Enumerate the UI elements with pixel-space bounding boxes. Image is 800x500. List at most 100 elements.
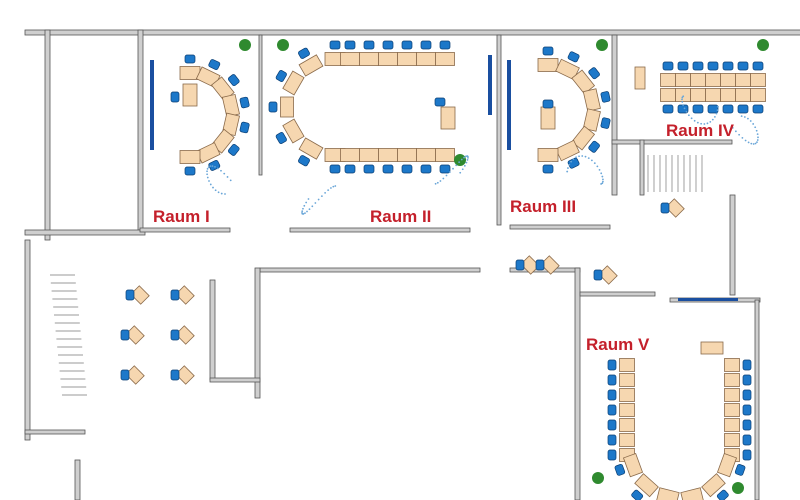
desk	[705, 73, 721, 87]
desk	[634, 66, 646, 90]
floor-dot	[572, 158, 575, 161]
floor-dot	[452, 167, 454, 170]
chair	[542, 46, 554, 56]
desk	[680, 487, 704, 500]
floor-dot	[756, 141, 758, 144]
floor-dot	[687, 114, 690, 117]
room-label-5: Raum V	[586, 335, 650, 354]
desk	[298, 54, 324, 77]
desk	[720, 73, 736, 87]
chair	[607, 434, 617, 446]
desk	[598, 265, 618, 285]
floor-dot	[466, 155, 469, 158]
desk	[690, 73, 706, 87]
floor-dot	[598, 168, 601, 171]
desk	[634, 473, 659, 498]
desk	[397, 52, 417, 66]
floor-dot	[206, 176, 209, 179]
desk	[416, 148, 436, 162]
chair	[607, 449, 617, 461]
chair	[752, 61, 764, 71]
floor-dot	[332, 185, 335, 188]
floor-dot	[206, 170, 208, 173]
floor-dot	[461, 168, 464, 171]
floor-dot	[445, 174, 448, 177]
floor-dot	[756, 133, 759, 136]
chair	[692, 104, 704, 114]
floor-dot	[460, 158, 463, 161]
chair	[363, 40, 375, 50]
chair	[227, 143, 240, 156]
floor-dot	[301, 212, 303, 214]
plant-icon	[596, 39, 608, 51]
desk	[175, 285, 195, 305]
floor-dot	[566, 170, 569, 173]
floor-dot	[750, 142, 753, 145]
chair	[707, 61, 719, 71]
floor-dot	[570, 160, 572, 163]
chair	[535, 259, 545, 271]
floor-dot	[734, 130, 737, 133]
floor-dot	[756, 139, 759, 141]
desk	[125, 325, 145, 345]
chair	[439, 40, 451, 50]
chair	[170, 91, 180, 103]
desk	[690, 88, 706, 102]
chair	[742, 449, 752, 461]
desk	[359, 148, 379, 162]
floor-dot	[581, 155, 584, 157]
floor-dot	[590, 159, 593, 162]
desk	[619, 388, 635, 402]
chair	[208, 160, 221, 171]
chair	[275, 132, 287, 144]
floor-dot	[754, 126, 757, 129]
floor-dot	[696, 121, 699, 124]
chair	[692, 61, 704, 71]
chair	[662, 104, 674, 114]
projection-screen	[150, 60, 154, 150]
chair	[752, 104, 764, 114]
floor-dot	[601, 175, 604, 178]
floor-dot	[327, 189, 330, 192]
desk	[724, 433, 740, 447]
chair	[420, 40, 432, 50]
desk	[435, 52, 455, 66]
desk	[701, 473, 726, 498]
chair	[268, 101, 278, 113]
floor-dot	[220, 192, 223, 195]
floor-dot	[211, 165, 214, 167]
desk	[619, 403, 635, 417]
floor-dot	[741, 136, 744, 139]
desk	[378, 148, 398, 162]
chair	[716, 489, 729, 500]
floor-dot	[752, 123, 755, 125]
floor-dot	[700, 122, 703, 125]
floor-dot	[738, 133, 741, 136]
desk	[340, 52, 360, 66]
chair	[401, 164, 413, 174]
desk	[724, 403, 740, 417]
floor-dot	[223, 172, 226, 175]
floor-dot	[743, 116, 746, 118]
desk	[182, 83, 198, 107]
floor-dot	[715, 112, 718, 115]
chair	[298, 47, 310, 59]
floor-dot	[209, 165, 212, 168]
floor-dot	[716, 109, 719, 112]
desk	[540, 106, 556, 130]
chair	[588, 67, 600, 80]
chair	[607, 404, 617, 416]
floor-dot	[596, 165, 599, 168]
floor-dot	[305, 201, 308, 204]
chair	[600, 117, 611, 129]
chair	[227, 74, 240, 87]
floor-dot	[602, 178, 604, 181]
desk	[716, 452, 738, 478]
chair	[120, 329, 130, 341]
floor-dot	[593, 162, 596, 165]
floor-dot	[302, 207, 304, 210]
desk	[435, 148, 455, 162]
desk	[750, 88, 766, 102]
desk	[656, 487, 680, 500]
floor-dot	[207, 166, 210, 168]
